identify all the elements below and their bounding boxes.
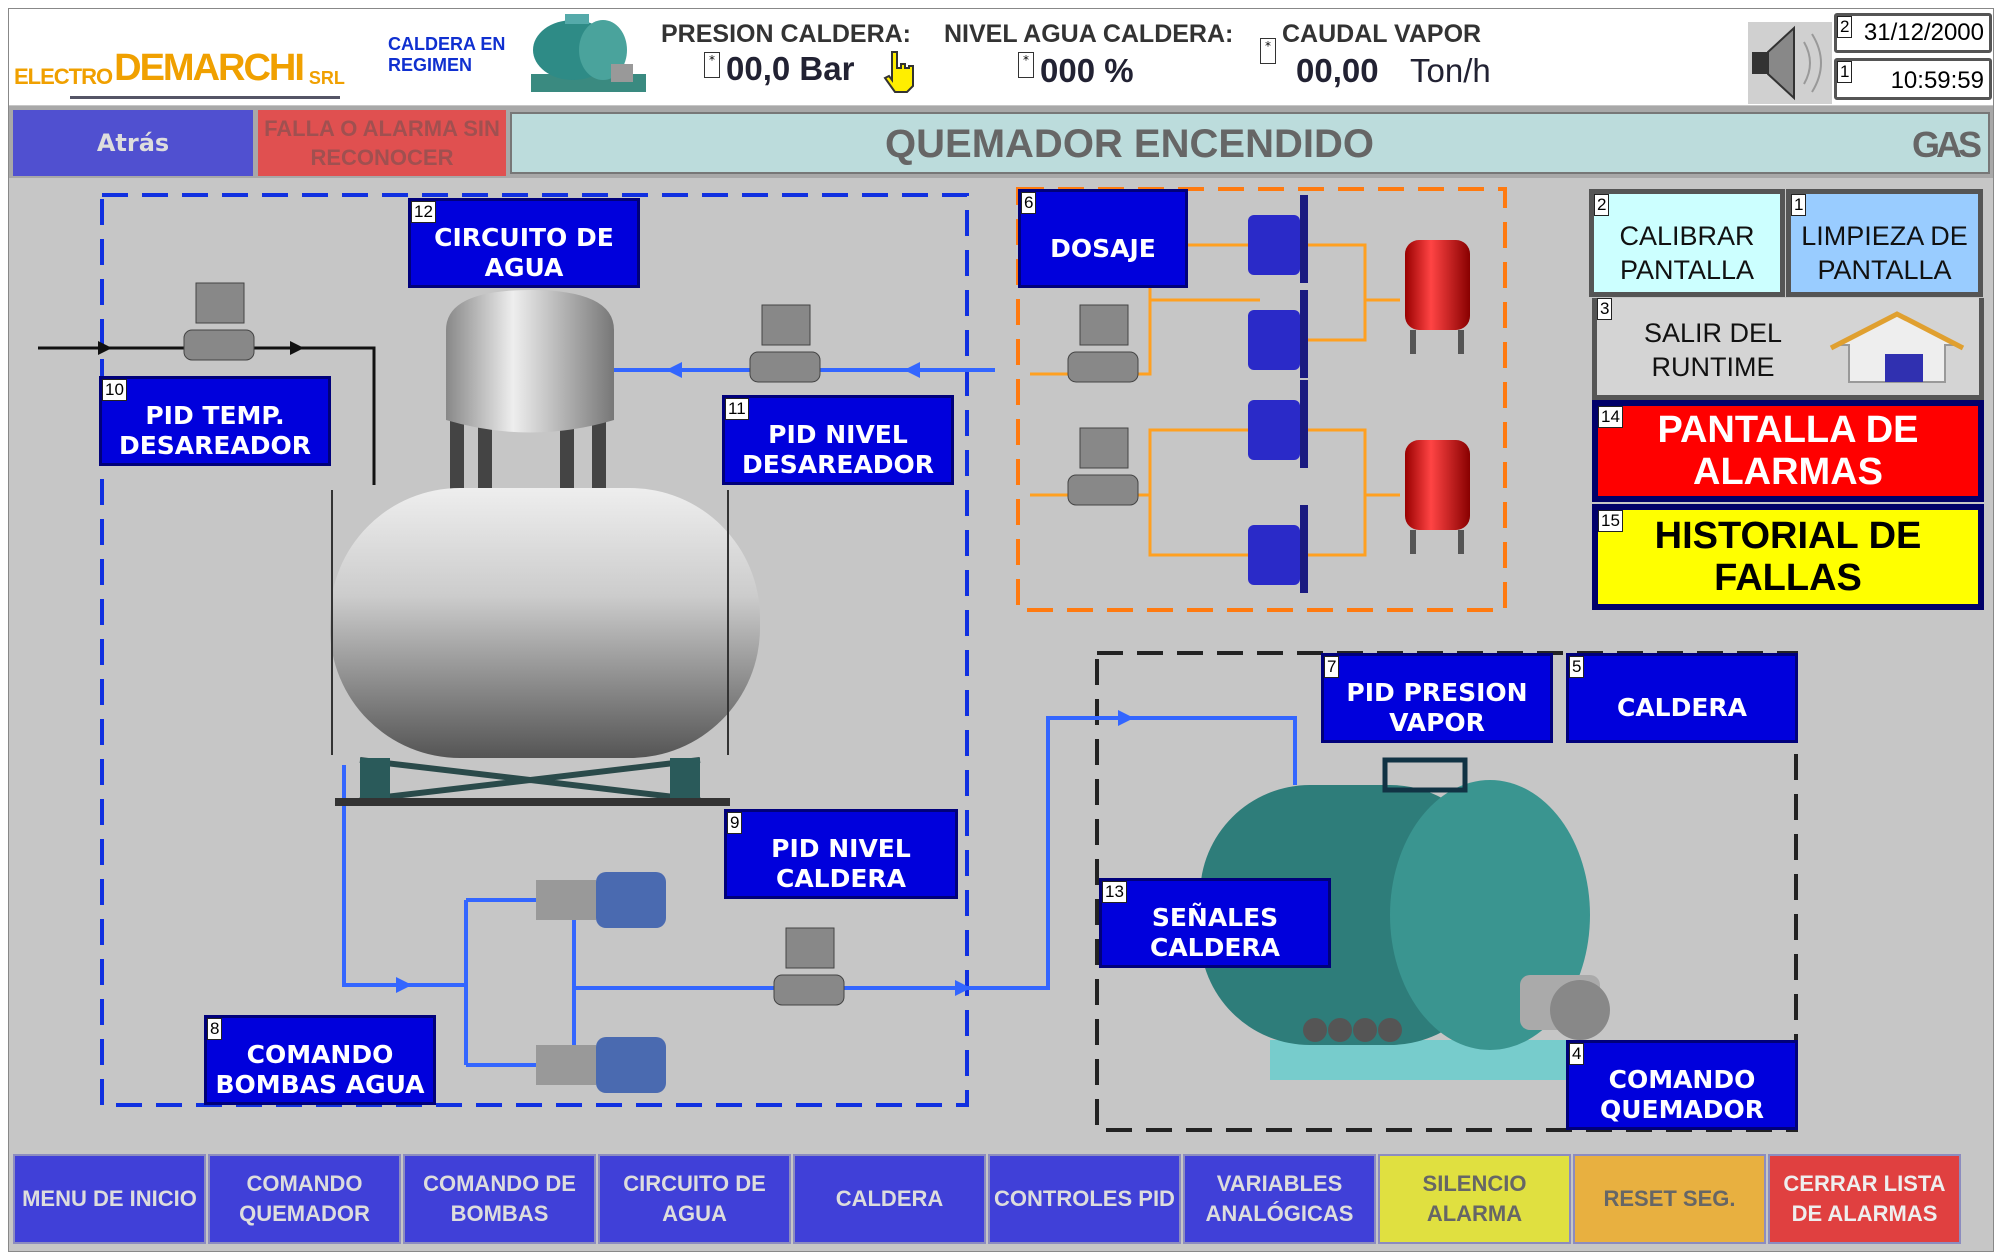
boiler-icon — [531, 14, 646, 92]
title-bar: QUEMADOR ENCENDIDO GAS — [510, 112, 1990, 174]
burner-status-title: QUEMADOR ENCENDIDO — [885, 122, 1374, 166]
boiler-area — [1095, 651, 1798, 1132]
button-label: CIRCUITO DE AGUA — [434, 223, 614, 282]
logo-part1: ELECTRO — [14, 64, 113, 89]
speaker-icon[interactable] — [1748, 22, 1832, 104]
nav-button-silencio-alarma[interactable]: SILENCIO ALARMA — [1378, 1154, 1571, 1244]
nav-button-comando-de-bombas[interactable]: COMANDO DE BOMBAS — [403, 1154, 596, 1244]
logo-underline — [70, 96, 340, 99]
nav-button-controles-pid[interactable]: CONTROLES PID — [988, 1154, 1181, 1244]
logo-part2: DEMARCHI — [114, 47, 305, 89]
nav-button-variables-analógicas[interactable]: VARIABLES ANALÓGICAS — [1183, 1154, 1376, 1244]
button-label: COMANDO QUEMADOR — [1599, 1065, 1765, 1124]
unacknowledged-alarm-indicator[interactable]: FALLA O ALARMA SIN RECONOCER — [258, 110, 506, 176]
nav-button-comando-quemador[interactable]: COMANDO QUEMADOR — [208, 1154, 401, 1244]
salir-runtime-label: SALIR DEL RUNTIME — [1643, 318, 1783, 382]
key-number-badge: 11 — [725, 398, 749, 420]
deaerator-tank — [330, 290, 760, 806]
home-icon — [1829, 311, 1965, 383]
key-number-badge: 1 — [1791, 194, 1807, 216]
nav-button-reset-seg-[interactable]: RESET SEG. — [1573, 1154, 1766, 1244]
button-label: LIMPIEZA DE PANTALLA — [1801, 221, 1968, 285]
button-label: CALDERA — [1616, 693, 1748, 722]
date-value: 31/12/2000 — [1863, 19, 1984, 46]
salir-runtime-button[interactable]: 3 SALIR DEL RUNTIME — [1592, 298, 1984, 400]
nivel-value: 000 % — [1040, 52, 1134, 89]
key-number-badge: 7 — [1324, 656, 1340, 678]
pump-icon — [536, 195, 1308, 1093]
boiler-icon — [1200, 757, 1610, 1080]
time-display[interactable]: 1 10:59:59 — [1834, 58, 1992, 100]
dosing-tank-icon — [1405, 240, 1470, 554]
button-label: PID PRESION VAPOR — [1346, 678, 1528, 737]
caudal-value: 00,00 — [1296, 52, 1379, 89]
fuel-type: GAS — [1911, 124, 1982, 165]
key-number-badge: 3 — [1597, 298, 1613, 320]
date-display[interactable]: 2 31/12/2000 — [1834, 13, 1992, 53]
company-logo: ELECTRO DEMARCHI SRL — [14, 28, 380, 90]
water-circuit-area — [100, 193, 969, 1107]
button-label: HISTORIAL DE FALLAS — [1654, 515, 1922, 599]
nivel-label: NIVEL AGUA CALDERA: — [944, 20, 1234, 48]
button-label: DOSAJE — [1050, 233, 1156, 263]
key-number-badge: 6 — [1021, 192, 1037, 214]
button-label: PID TEMP. DESAREADOR — [118, 401, 312, 460]
presion-input-marker[interactable]: * — [704, 52, 720, 78]
key-number-badge: 5 — [1569, 656, 1585, 678]
time-value: 10:59:59 — [1890, 67, 1984, 94]
key-number-badge: 12 — [411, 201, 436, 223]
key-number-badge: 4 — [1569, 1043, 1585, 1065]
nav-button-menu-de-inicio[interactable]: MENU DE INICIO — [13, 1154, 206, 1244]
dosing-area — [1016, 187, 1507, 612]
valve-icon — [183, 282, 1139, 1006]
button-label: COMANDO BOMBAS AGUA — [215, 1040, 425, 1099]
caudal-unit: Ton/h — [1410, 52, 1491, 89]
key-number-badge: 2 — [1837, 16, 1853, 38]
button-label: CALIBRAR PANTALLA — [1619, 221, 1755, 285]
key-number-badge: 1 — [1837, 61, 1853, 83]
caudal-label: CAUDAL VAPOR — [1282, 20, 1482, 48]
logo-part3: SRL — [308, 68, 345, 88]
boiler-status: CALDERA EN REGIMEN — [388, 34, 506, 75]
nav-button-caldera[interactable]: CALDERA — [793, 1154, 986, 1244]
presion-label: PRESION CALDERA: — [661, 20, 912, 48]
key-number-badge: 9 — [727, 812, 743, 834]
key-number-badge: 10 — [102, 379, 127, 401]
caudal-input-marker[interactable]: * — [1260, 38, 1276, 64]
nav-button-circuito-de-agua[interactable]: CIRCUITO DE AGUA — [598, 1154, 791, 1244]
button-label: PID NIVEL DESAREADOR — [741, 420, 935, 479]
key-number-badge: 15 — [1598, 510, 1623, 532]
button-label: PID NIVEL CALDERA — [771, 834, 911, 893]
pantalla-alarmas-button[interactable]: 14 PANTALLA DE ALARMAS — [1592, 400, 1984, 502]
button-label: SEÑALES CALDERA — [1149, 903, 1281, 962]
key-number-badge: 13 — [1102, 881, 1127, 903]
key-number-badge: 2 — [1594, 194, 1610, 216]
historial-fallas-button[interactable]: 15 HISTORIAL DE FALLAS — [1592, 504, 1984, 610]
header — [9, 9, 1993, 105]
key-number-badge: 8 — [207, 1018, 223, 1040]
back-button[interactable]: Atrás — [13, 110, 253, 176]
presion-value: 00,0 Bar — [726, 50, 855, 87]
nav-button-cerrar-lista-de-alarmas[interactable]: CERRAR LISTA DE ALARMAS — [1768, 1154, 1961, 1244]
hand-pointer-icon — [883, 51, 914, 93]
key-number-badge: 14 — [1598, 406, 1623, 428]
button-label: PANTALLA DE ALARMAS — [1657, 409, 1919, 493]
nivel-input-marker[interactable]: * — [1018, 52, 1034, 78]
